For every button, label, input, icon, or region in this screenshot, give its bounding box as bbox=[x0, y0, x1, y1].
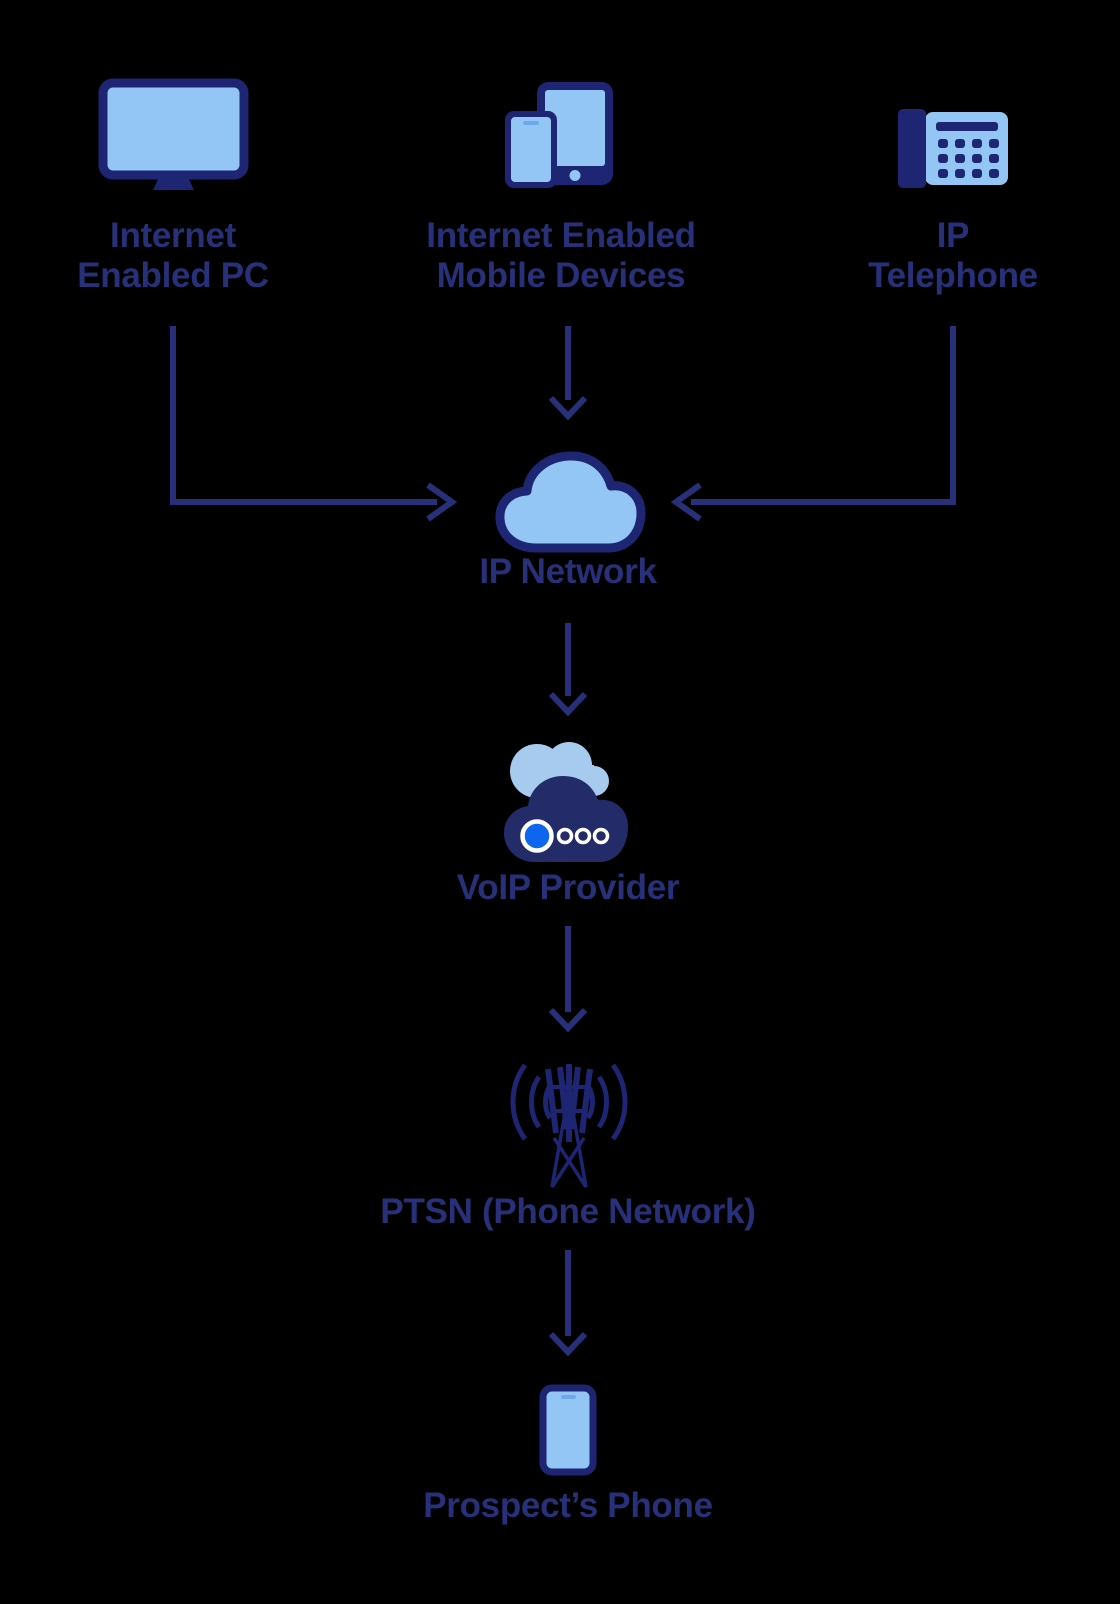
ip-telephone-icon bbox=[898, 109, 1008, 188]
ip-network-label: IP Network bbox=[368, 552, 768, 592]
prospect-phone-label: Prospect’s Phone bbox=[368, 1486, 768, 1526]
ip-telephone-label-line1: IP bbox=[936, 216, 970, 255]
ptsn-label: PTSN (Phone Network) bbox=[318, 1192, 818, 1232]
arrow-mobile-to-ip-network bbox=[548, 326, 588, 421]
cloud-icon bbox=[495, 451, 646, 553]
mobile-label: Internet Enabled Mobile Devices bbox=[381, 216, 741, 296]
voip-provider-label-text: VoIP Provider bbox=[456, 868, 680, 907]
pc-label-line1: Internet bbox=[110, 216, 236, 255]
mobile-devices-icon bbox=[505, 82, 613, 188]
voip-ring-dot bbox=[520, 819, 554, 853]
cell-tower-icon bbox=[510, 1063, 628, 1188]
mobile-label-line2: Mobile Devices bbox=[436, 256, 686, 295]
ip-network-label-text: IP Network bbox=[479, 552, 657, 591]
arrow-ptsn-to-prospect bbox=[548, 1250, 588, 1357]
pc-label-line2: Enabled PC bbox=[77, 256, 269, 295]
ip-telephone-label: IP Telephone bbox=[773, 216, 1120, 296]
mobile-label-line1: Internet Enabled bbox=[426, 216, 696, 255]
arrow-telephone-to-ip-network bbox=[670, 326, 956, 522]
tower-structure bbox=[545, 1064, 593, 1188]
voip-dots bbox=[556, 827, 610, 845]
smartphone-small-icon bbox=[505, 111, 557, 188]
prospect-phone-label-text: Prospect’s Phone bbox=[423, 1486, 713, 1525]
pc-label: Internet Enabled PC bbox=[0, 216, 346, 296]
voip-cloud-icon bbox=[504, 742, 628, 862]
ip-telephone-label-line2: Telephone bbox=[868, 256, 1038, 295]
keypad bbox=[938, 139, 999, 178]
voip-provider-label: VoIP Provider bbox=[368, 868, 768, 908]
smartphone-icon bbox=[539, 1384, 597, 1476]
ptsn-label-text: PTSN (Phone Network) bbox=[380, 1192, 756, 1231]
desktop-monitor-icon bbox=[98, 78, 249, 190]
arrow-voip-to-ptsn bbox=[548, 926, 588, 1033]
arrow-ip-network-to-voip bbox=[548, 623, 588, 717]
arrow-pc-to-ip-network bbox=[170, 326, 458, 522]
